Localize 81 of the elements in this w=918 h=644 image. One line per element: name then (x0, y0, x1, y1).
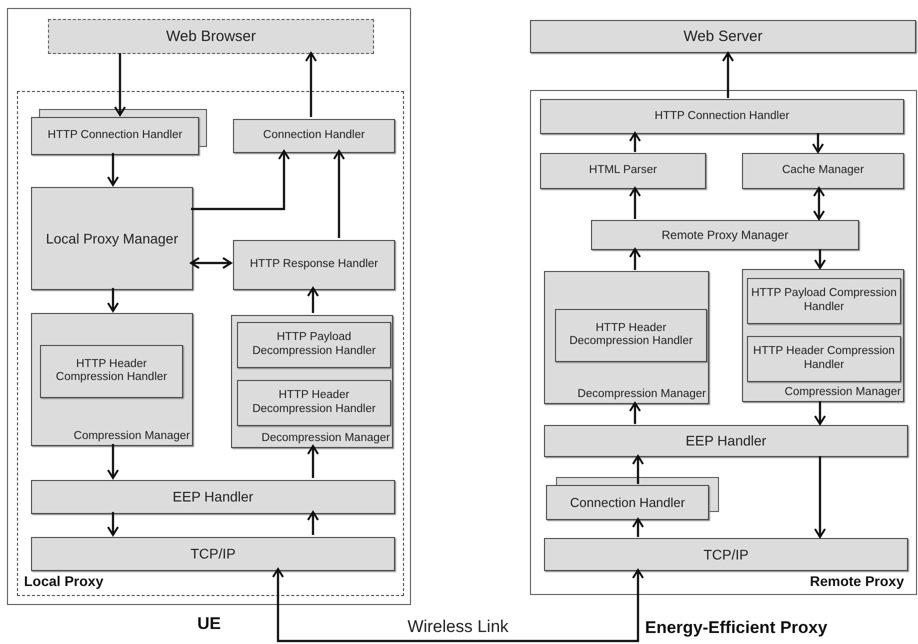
manager-box (231, 315, 393, 448)
component-label: Cache Manager (781, 164, 865, 178)
arrow (722, 52, 734, 98)
component-label: Remote Proxy Manager (660, 228, 790, 242)
arrow (107, 153, 119, 186)
component-box (530, 20, 916, 53)
component-label: TCP/IP (702, 546, 750, 563)
arrow (814, 401, 826, 425)
proxy-caption: Energy-Efficient Proxy (645, 618, 828, 638)
component-label: HTML Parser (588, 164, 658, 178)
component-box (544, 538, 908, 571)
device-label: UE (196, 614, 222, 634)
component-label: HTTP Header Compression Handler (54, 358, 168, 386)
proxy-frame (17, 91, 404, 596)
arrow (307, 511, 319, 535)
arrow (114, 53, 126, 116)
arrow (305, 52, 317, 117)
arrow (272, 568, 644, 642)
component-box (31, 187, 193, 290)
proxy-label: Local Proxy (24, 573, 104, 590)
component-label: Connection Handler (569, 494, 686, 510)
component-box (540, 153, 706, 189)
component-box (31, 117, 199, 155)
proxy-label: Remote Proxy (810, 573, 904, 590)
arrow (629, 248, 641, 270)
component-box (31, 480, 395, 514)
manager-label: Compression Manager (784, 386, 901, 400)
component-label: EEP Handler (684, 432, 768, 450)
component-label: TCP/IP (189, 546, 237, 562)
component-label: EEP Handler (172, 488, 254, 506)
component-box (591, 220, 859, 250)
arrow (814, 249, 826, 269)
component-label: Web Server (682, 28, 764, 46)
arrow (632, 518, 644, 537)
component-box (747, 278, 901, 324)
component-box (31, 537, 395, 571)
manager-box (544, 271, 709, 404)
component-label: HTTP Header Decompression Handler (568, 322, 694, 350)
manager-label: Decompression Manager (262, 432, 390, 446)
component-label: Connection Handler (262, 129, 366, 143)
component-label: HTTP Payload Decompression Handler (251, 331, 377, 359)
arrow (107, 444, 119, 479)
component-box (747, 336, 901, 382)
arrow (629, 402, 641, 424)
component-box (555, 309, 707, 362)
arrow (629, 132, 641, 152)
component-box (233, 119, 395, 153)
arrow (814, 456, 826, 538)
manager-box (31, 313, 193, 446)
arrow (812, 133, 824, 153)
manager-label: Compression Manager (74, 430, 190, 444)
arrow (307, 445, 319, 478)
component-box (237, 322, 391, 368)
component-box (40, 345, 183, 398)
manager-box (742, 269, 904, 402)
proxy-frame (530, 90, 917, 595)
arrow (107, 288, 119, 312)
component-box (540, 99, 904, 134)
application-box (48, 19, 374, 54)
arrow (813, 187, 825, 220)
component-label: HTTP Payload Compression Handler (751, 287, 897, 315)
component-label: HTTP Response Handler (248, 258, 380, 272)
manager-label: Decompression Manager (578, 388, 706, 402)
arrow (333, 150, 345, 238)
component-box (233, 240, 395, 290)
arrow (190, 257, 232, 269)
component-label: Web Browser (165, 28, 257, 46)
arrow (629, 187, 641, 219)
arrow (107, 512, 119, 536)
component-box (742, 153, 904, 189)
arrow (307, 287, 319, 313)
component-label: HTTP Header Decompression Handler (251, 389, 377, 417)
arrow (191, 150, 290, 210)
component-box (546, 485, 709, 520)
component-box (544, 425, 908, 457)
component-box (237, 380, 391, 426)
component-label: HTTP Connection Handler (46, 129, 184, 143)
arrow (632, 455, 644, 484)
component-label: HTTP Connection Handler (654, 110, 790, 124)
component-label: Local Proxy Manager (44, 230, 180, 247)
component-label: HTTP Header Compression Handler (752, 345, 896, 373)
